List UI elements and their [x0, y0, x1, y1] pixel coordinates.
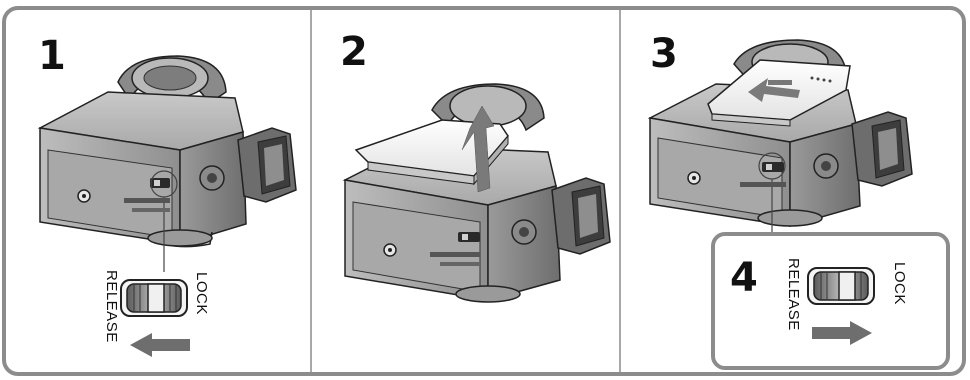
- release-switch-4: [808, 268, 874, 304]
- lock-label-1: LOCK: [193, 272, 210, 315]
- camcorder-illustration-1: [40, 56, 296, 272]
- step-number-2: 2: [340, 32, 368, 72]
- release-label-1: RELEASE: [103, 270, 120, 343]
- step-number-3: 3: [650, 34, 678, 74]
- camcorder-illustration-2: [345, 84, 610, 302]
- release-switch-1: [121, 280, 187, 316]
- camcorder-illustration-3: [650, 40, 912, 238]
- lock-label-4: LOCK: [891, 262, 908, 305]
- left-arrow: [130, 333, 190, 357]
- step-number-4: 4: [730, 258, 758, 298]
- release-label-4: RELEASE: [785, 258, 802, 331]
- step-number-1: 1: [38, 36, 66, 76]
